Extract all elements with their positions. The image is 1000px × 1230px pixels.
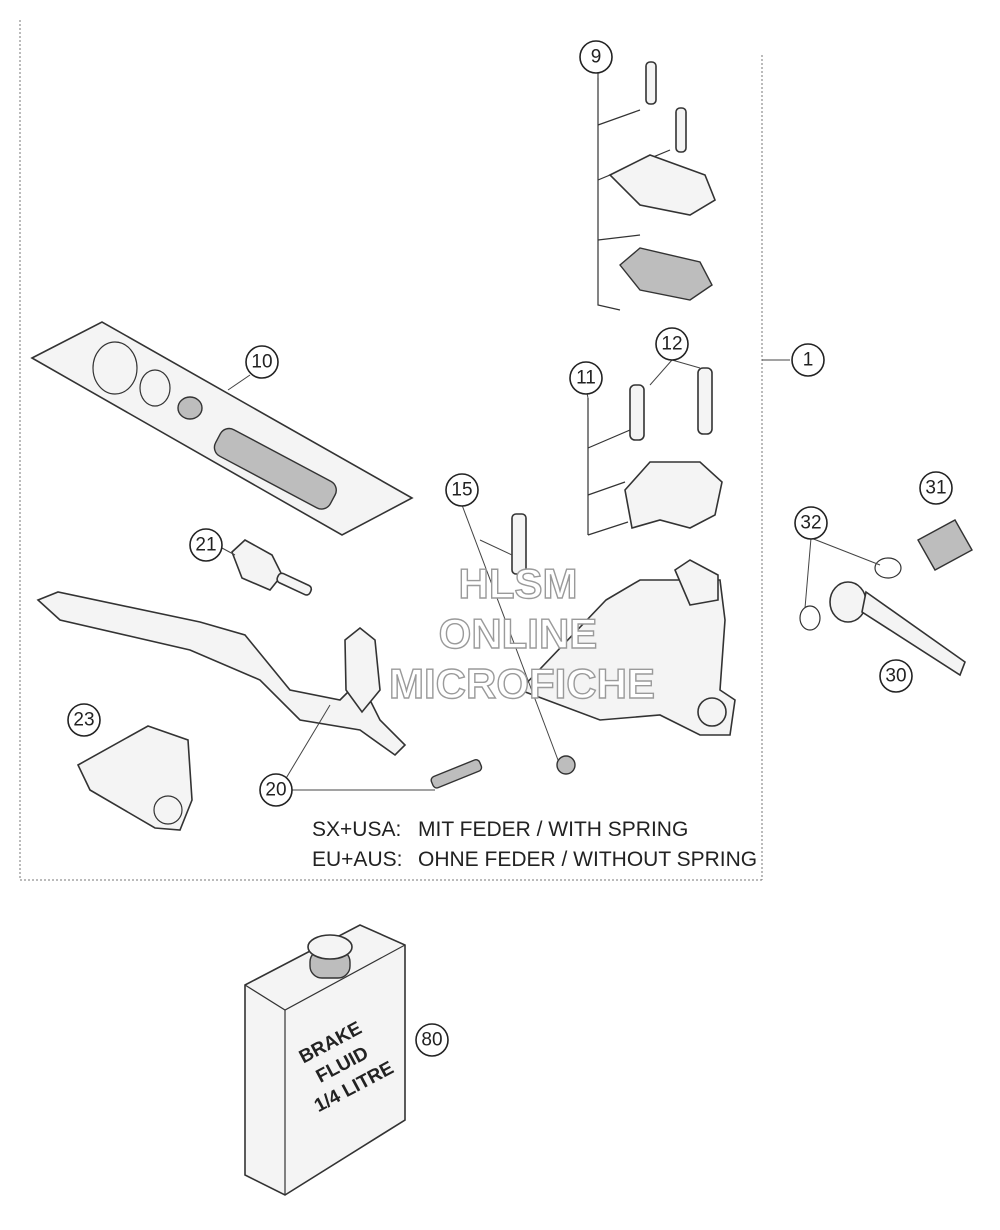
note-1-code: SX+USA: bbox=[312, 818, 401, 841]
brake-line-group bbox=[799, 519, 973, 677]
note-2-code: EU+AUS: bbox=[312, 848, 402, 871]
pivot-bolt-group bbox=[511, 513, 576, 775]
svg-text:ONLINE: ONLINE bbox=[439, 610, 598, 657]
svg-text:9: 9 bbox=[591, 47, 602, 68]
callout-21: 21 bbox=[189, 528, 223, 562]
svg-text:21: 21 bbox=[195, 535, 216, 556]
callout-80: 80 bbox=[415, 1023, 449, 1057]
hand-lever bbox=[36, 591, 483, 789]
svg-text:30: 30 bbox=[885, 666, 906, 687]
callout-9: 9 bbox=[579, 40, 613, 74]
callout-10: 10 bbox=[245, 345, 279, 379]
svg-text:32: 32 bbox=[800, 513, 821, 534]
svg-text:23: 23 bbox=[73, 710, 94, 731]
leader-lines bbox=[221, 72, 881, 791]
svg-text:HLSM: HLSM bbox=[459, 560, 578, 607]
callout-23: 23 bbox=[67, 703, 101, 737]
reservoir-cover-group bbox=[597, 61, 716, 311]
note-1-text: MIT FEDER / WITH SPRING bbox=[418, 818, 688, 841]
svg-text:20: 20 bbox=[265, 780, 286, 801]
spring-notes: SX+USA: MIT FEDER / WITH SPRING EU+AUS: … bbox=[312, 818, 757, 871]
watermark: HLSM ONLINE MICROFICHE bbox=[388, 559, 655, 707]
piston-repair-kit bbox=[30, 321, 414, 536]
callout-31: 31 bbox=[919, 471, 953, 505]
adjuster-screw bbox=[231, 539, 313, 596]
svg-text:11: 11 bbox=[576, 368, 596, 389]
svg-text:12: 12 bbox=[661, 334, 682, 355]
svg-text:15: 15 bbox=[451, 480, 472, 501]
svg-text:31: 31 bbox=[925, 478, 946, 499]
brake-fluid-bottle bbox=[244, 924, 406, 1196]
callout-1: 1 bbox=[791, 343, 825, 377]
callout-12: 12 bbox=[655, 327, 689, 361]
clamp-group bbox=[587, 367, 723, 536]
note-2-text: OHNE FEDER / WITHOUT SPRING bbox=[418, 848, 757, 871]
callout-20: 20 bbox=[259, 773, 293, 807]
svg-text:80: 80 bbox=[421, 1030, 442, 1051]
svg-text:1: 1 bbox=[803, 350, 814, 371]
handlebar-clamp bbox=[76, 725, 193, 831]
assembly-frame bbox=[19, 20, 790, 881]
callout-15: 15 bbox=[445, 473, 479, 507]
svg-text:MICROFICHE: MICROFICHE bbox=[389, 660, 655, 707]
callout-11: 11 bbox=[569, 361, 603, 395]
callout-30: 30 bbox=[879, 659, 913, 693]
master-cylinder-body bbox=[518, 559, 736, 736]
svg-text:10: 10 bbox=[251, 352, 272, 373]
callout-32: 32 bbox=[794, 506, 828, 540]
